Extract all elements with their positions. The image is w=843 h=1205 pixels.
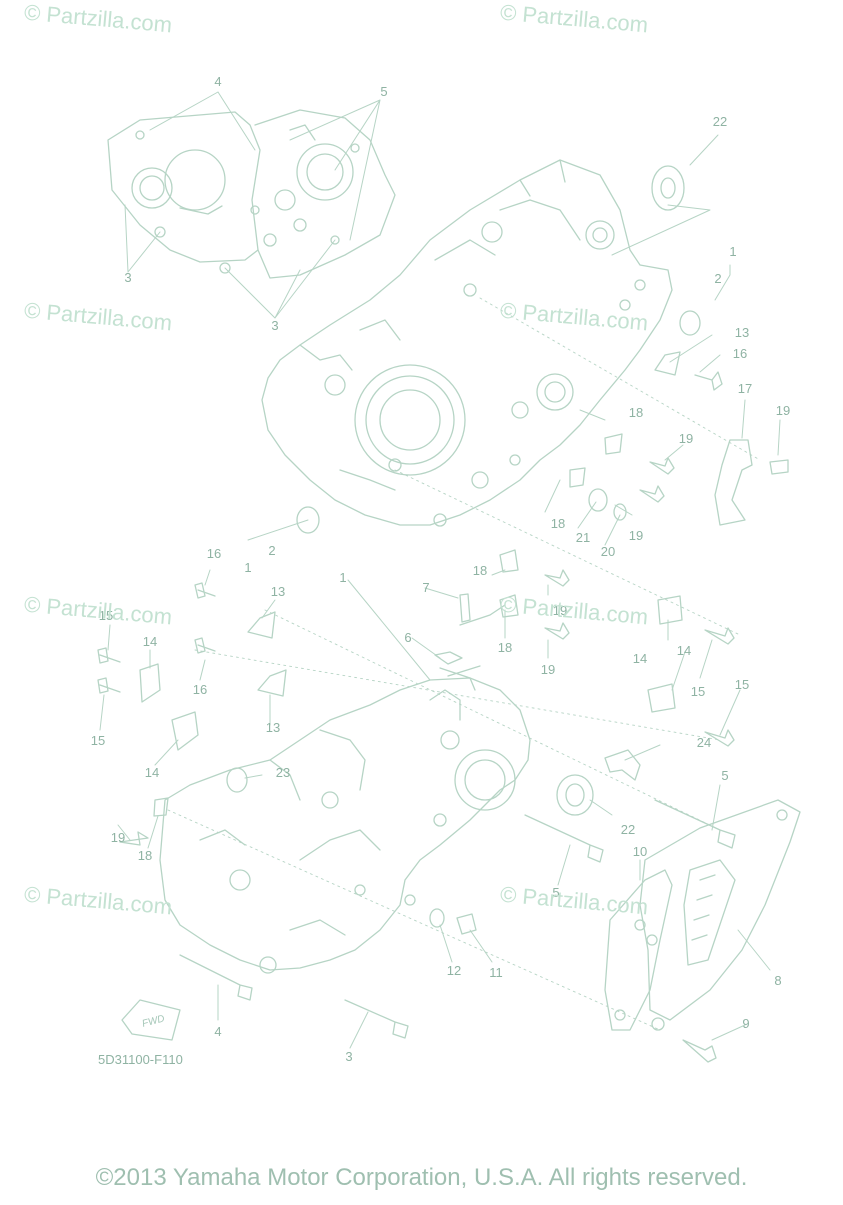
callout-18: 18	[551, 516, 565, 531]
callout-14: 14	[633, 651, 647, 666]
plate-10	[604, 869, 673, 1031]
callout-1: 1	[729, 244, 736, 259]
callout-6: 6	[404, 630, 411, 645]
fwd-arrow-icon	[121, 999, 181, 1041]
callout-19: 19	[679, 431, 693, 446]
callout-9: 9	[742, 1016, 749, 1031]
callout-22: 22	[621, 822, 635, 837]
callout-16: 16	[207, 546, 221, 561]
callout-5: 5	[721, 768, 728, 783]
callout-2: 2	[268, 543, 275, 558]
callout-13: 13	[735, 325, 749, 340]
copyright-notice: ©2013 Yamaha Motor Corporation, U.S.A. A…	[95, 1164, 748, 1191]
callout-4: 4	[214, 1024, 221, 1039]
callout-3: 3	[345, 1049, 352, 1064]
callout-13: 13	[266, 720, 280, 735]
callout-12: 12	[447, 963, 461, 978]
callout-14: 14	[143, 634, 157, 649]
callout-1: 1	[244, 560, 251, 575]
callout-18: 18	[498, 640, 512, 655]
callout-17: 17	[738, 381, 752, 396]
callout-3: 3	[271, 318, 278, 333]
callout-5: 5	[552, 885, 559, 900]
callout-21: 21	[576, 530, 590, 545]
callout-19: 19	[111, 830, 125, 845]
callout-15: 15	[91, 733, 105, 748]
callout-13: 13	[271, 584, 285, 599]
part-reference-code: 5D31100-F110	[98, 1052, 183, 1067]
lower-crankcase-half	[159, 677, 531, 974]
chain-cover	[639, 799, 801, 1031]
small-parts	[97, 165, 789, 1063]
callout-16: 16	[193, 682, 207, 697]
callout-19: 19	[541, 662, 555, 677]
callout-3: 3	[124, 270, 131, 285]
callout-11: 11	[489, 965, 503, 980]
callout-5: 5	[380, 84, 387, 99]
callout-2: 2	[714, 271, 721, 286]
callout-10: 10	[633, 844, 647, 859]
callout-16: 16	[733, 346, 747, 361]
callout-8: 8	[774, 973, 781, 988]
callout-15: 15	[691, 684, 705, 699]
callout-18: 18	[138, 848, 152, 863]
fwd-label: FWD	[141, 1013, 166, 1030]
callout-1: 1	[339, 570, 346, 585]
callout-22: 22	[713, 114, 727, 129]
assembly-lines	[167, 297, 761, 1031]
callout-15: 15	[99, 608, 113, 623]
callout-20: 20	[601, 544, 615, 559]
upper-crankcase-half	[261, 159, 673, 527]
callout-18: 18	[473, 563, 487, 578]
callout-7: 7	[422, 580, 429, 595]
callout-23: 23	[276, 765, 290, 780]
callout-15: 15	[735, 677, 749, 692]
callout-19: 19	[553, 603, 567, 618]
callout-19: 19	[776, 403, 790, 418]
callout-24: 24	[697, 735, 711, 750]
callout-14: 14	[677, 643, 691, 658]
callout-14: 14	[145, 765, 159, 780]
callout-4: 4	[214, 74, 221, 89]
inset-crankcase-faces	[107, 109, 396, 279]
leader-lines	[99, 91, 781, 1049]
callout-18: 18	[629, 405, 643, 420]
callout-numbers: 4 5 3 3 22 1 2 13 16 17 19 18 19 18 21 2…	[91, 74, 790, 1064]
callout-19: 19	[629, 528, 643, 543]
